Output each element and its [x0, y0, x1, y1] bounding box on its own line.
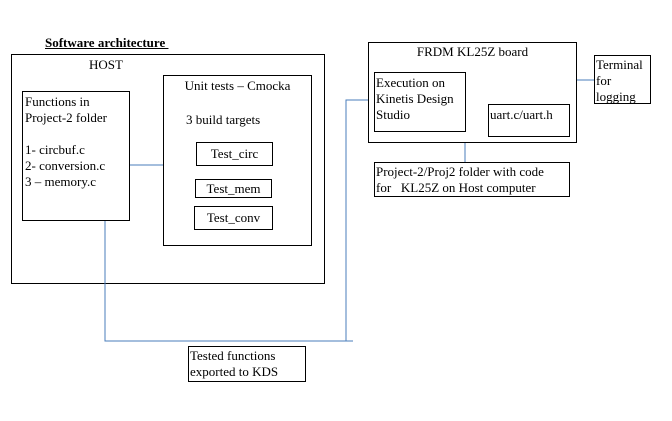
functions-line: 3 – memory.c	[25, 174, 96, 189]
execution-line: Execution on	[376, 75, 445, 90]
connector-functions-to-kds	[104, 221, 353, 342]
host-label: HOST	[89, 57, 123, 72]
functions-line: 1- circbuf.c	[25, 142, 85, 157]
terminal-line: logging	[596, 89, 636, 104]
terminal-line: for	[596, 73, 612, 88]
test-mem-label: Test_mem	[206, 181, 261, 196]
test-circ-box	[196, 142, 273, 166]
execution-box	[374, 72, 466, 132]
test-conv-label: Test_conv	[206, 210, 261, 225]
functions-line: 2- conversion.c	[25, 158, 106, 173]
execution-line: Studio	[376, 107, 410, 122]
diagram-title: Software architecture	[45, 35, 169, 50]
host-box	[11, 54, 325, 284]
unit-tests-box	[163, 75, 312, 246]
functions-box	[22, 91, 130, 221]
terminal-box	[594, 55, 651, 104]
frdm-board-box	[368, 42, 577, 143]
test-circ-label: Test_circ	[210, 146, 259, 161]
execution-line: Kinetis Design	[376, 91, 454, 106]
tested-functions-box	[188, 346, 306, 382]
functions-line: Project-2 folder	[25, 110, 107, 125]
project-folder-box	[374, 162, 570, 197]
terminal-line: Terminal	[596, 57, 643, 72]
tested-functions-line: exported to KDS	[190, 364, 279, 379]
tested-functions-line: Tested functions	[190, 348, 276, 363]
test-conv-box	[194, 206, 273, 230]
build-targets-label: 3 build targets	[186, 112, 261, 127]
test-mem-box	[195, 179, 272, 198]
frdm-board-label: FRDM KL25Z board	[416, 44, 529, 59]
project-folder-line: for KL25Z on Host computer	[376, 180, 536, 195]
functions-line: Functions in	[25, 94, 90, 109]
project-folder-line: Project-2/Proj2 folder with code	[376, 164, 544, 179]
unit-tests-label: Unit tests – Cmocka	[184, 78, 291, 93]
uart-label: uart.c/uart.h	[490, 107, 553, 122]
uart-box	[488, 104, 570, 137]
connector-kds-to-board	[345, 99, 368, 341]
